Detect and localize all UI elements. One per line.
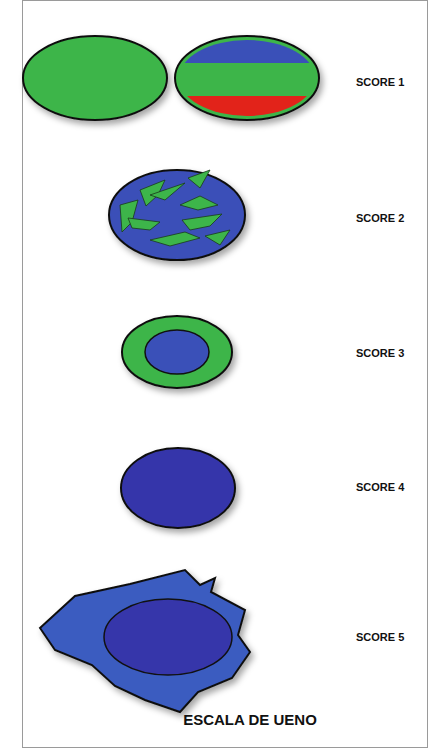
score-label: SCORE 4 [356, 481, 404, 493]
blue-ellipse [109, 170, 245, 260]
score-label: SCORE 2 [356, 212, 404, 224]
green-ellipse [23, 36, 167, 120]
irregular-spread [40, 570, 250, 712]
score-label: SCORE 5 [356, 631, 404, 643]
green-ring [122, 316, 232, 388]
score-label: SCORE 1 [356, 76, 404, 88]
dark-blue-core [104, 599, 232, 675]
frame [23, 1, 428, 748]
caption: ESCALA DE UENO [183, 711, 317, 728]
green-shards [120, 170, 230, 246]
blue-center [145, 330, 209, 374]
bands [170, 30, 330, 126]
score-label: SCORE 3 [356, 347, 404, 359]
dark-blue-ellipse [121, 448, 235, 528]
